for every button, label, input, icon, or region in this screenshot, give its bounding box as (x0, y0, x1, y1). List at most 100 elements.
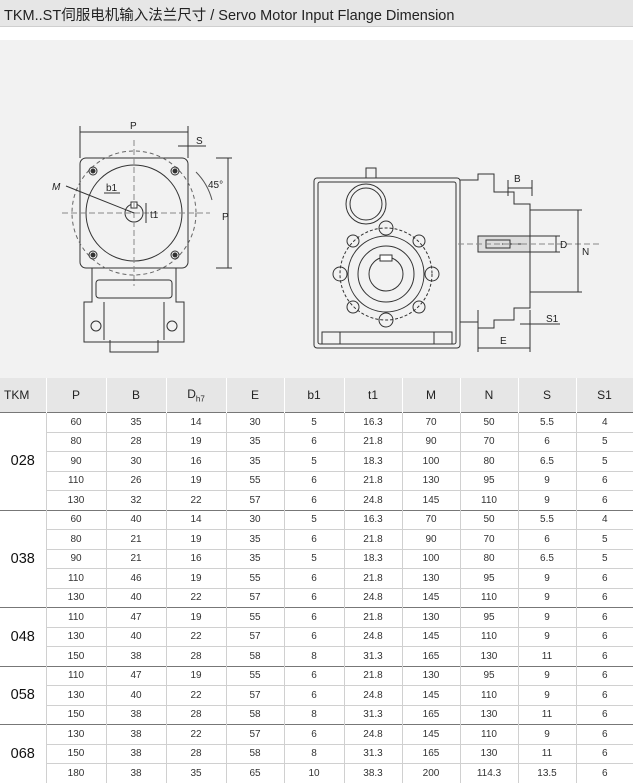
table-cell: 38 (105, 763, 166, 783)
table-cell: 110 (45, 607, 106, 627)
bolt-circle (71, 150, 197, 276)
table-cell: 50 (459, 509, 518, 530)
table-cell: 6 (575, 490, 633, 510)
table-cell: 13.5 (517, 763, 576, 783)
table-header-row: TKM P B Dh7 E b1 t1 M N S S1 (0, 378, 633, 413)
table-cell: 6 (283, 490, 344, 510)
table-cell: 6 (575, 763, 633, 783)
table-cell: 6 (575, 665, 633, 686)
dim-p-side: P (222, 212, 229, 223)
table-cell: 35 (225, 451, 284, 471)
table-cell: 22 (165, 685, 226, 705)
table-cell: 18.3 (343, 548, 402, 569)
upper-bore (345, 183, 387, 225)
table-cell: 16.3 (343, 509, 402, 530)
table-cell: 21.8 (343, 470, 402, 491)
table-cell: 19 (165, 607, 226, 627)
col-header-model: TKM (0, 378, 47, 413)
table-cell: 110 (459, 587, 518, 608)
page-header: TKM..ST伺服电机输入法兰尺寸 / Servo Motor Input Fl… (0, 0, 633, 27)
table-cell: 24.8 (343, 587, 402, 608)
table-cell: 90 (45, 548, 106, 569)
dim-p-top: P (130, 121, 137, 132)
table-cell: 21.8 (343, 665, 402, 686)
table-cell: 5 (575, 529, 633, 549)
table-cell: 145 (401, 724, 460, 744)
table-cell: 35 (225, 529, 284, 549)
vent-plug (365, 167, 377, 179)
table-cell: 6 (283, 724, 344, 744)
technical-drawing: P S M b1 t1 45° P (0, 40, 633, 378)
table-cell: 8 (283, 646, 344, 666)
table-cell: 21.8 (343, 431, 402, 452)
table-cell: 9 (517, 568, 576, 588)
table-cell: 55 (225, 665, 284, 686)
table-cell: 24.8 (343, 626, 402, 647)
table-cell: 130 (401, 568, 460, 588)
model-cell: 038 (0, 509, 46, 608)
col-header-e: E (226, 378, 285, 413)
table-cell: 60 (45, 509, 106, 530)
table-cell: 11 (517, 704, 576, 725)
table-cell: 130 (401, 665, 460, 686)
col-header-n: N (460, 378, 519, 413)
col-header-s: S (518, 378, 577, 413)
dim-angle: 45° (208, 180, 223, 191)
table-cell: 150 (45, 704, 106, 725)
table-cell: 9 (517, 490, 576, 510)
table-cell: 47 (105, 607, 166, 627)
table-cell: 6 (575, 743, 633, 764)
table-cell: 19 (165, 431, 226, 452)
dim-s1: S1 (546, 314, 559, 325)
table-cell: 70 (401, 509, 460, 530)
table-cell: 9 (517, 607, 576, 627)
table-cell: 5 (283, 548, 344, 569)
table-cell: 30 (225, 509, 284, 530)
col-header-m: M (402, 378, 461, 413)
table-cell: 5.5 (517, 509, 576, 530)
table-cell: 6 (283, 587, 344, 608)
table-cell: 200 (401, 763, 460, 783)
table-cell: 40 (105, 626, 166, 647)
table-cell: 4 (575, 509, 633, 530)
table-cell: 145 (401, 685, 460, 705)
table-cell: 55 (225, 470, 284, 491)
table-cell: 70 (401, 412, 460, 432)
table-cell: 35 (225, 431, 284, 452)
table-cell: 9 (517, 685, 576, 705)
table-cell: 31.3 (343, 646, 402, 666)
table-cell: 6 (283, 568, 344, 588)
table-cell: 110 (459, 685, 518, 705)
table-cell: 28 (165, 743, 226, 764)
col-header-d: Dh7 (166, 378, 227, 413)
table-cell: 35 (105, 412, 166, 432)
table-cell: 6 (575, 568, 633, 588)
table-cell: 28 (165, 704, 226, 725)
table-cell: 28 (105, 431, 166, 452)
table-cell: 32 (105, 490, 166, 510)
table-cell: 145 (401, 490, 460, 510)
table-cell: 58 (225, 646, 284, 666)
flange-drawing-svg: P S M b1 t1 45° P (52, 121, 600, 353)
table-cell: 58 (225, 704, 284, 725)
table-cell: 14 (165, 509, 226, 530)
table-cell: 38 (105, 646, 166, 666)
table-cell: 6 (575, 607, 633, 627)
table-cell: 40 (105, 509, 166, 530)
gearbox-housing (313, 177, 461, 349)
model-cell: 058 (0, 665, 46, 725)
table-cell: 16 (165, 548, 226, 569)
table-cell: 31.3 (343, 704, 402, 725)
table-cell: 6 (283, 431, 344, 452)
table-cell: 47 (105, 665, 166, 686)
table-cell: 16 (165, 451, 226, 471)
table-cell: 4 (575, 412, 633, 432)
table-cell: 70 (459, 431, 518, 452)
table-cell: 40 (105, 685, 166, 705)
